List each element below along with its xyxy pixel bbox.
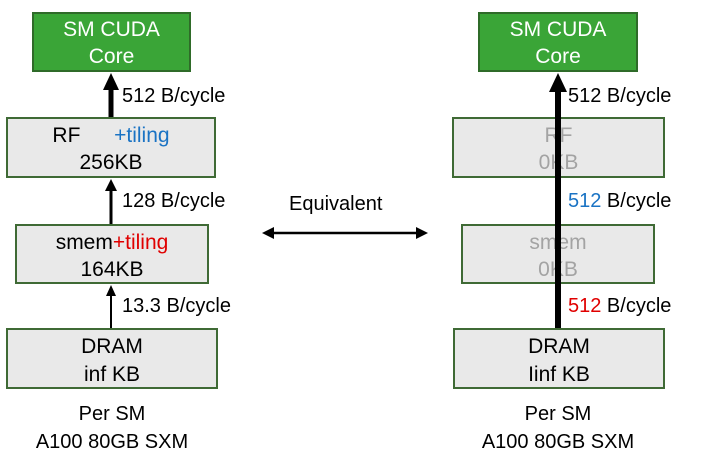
right-bw-smem-dram-unit: B/cycle bbox=[601, 295, 672, 317]
right-dram-line2: Iinf KB bbox=[528, 363, 590, 386]
right-bw-rf-smem: 512 B/cycle bbox=[568, 189, 671, 213]
left-bw-smem-dram: 13.3 B/cycle bbox=[122, 295, 231, 317]
right-bw-rf-smem-value: 512 bbox=[568, 190, 602, 212]
left-rf-tiling: +tiling bbox=[114, 124, 170, 147]
right-core-line1: SM CUDA bbox=[509, 18, 607, 41]
right-bw-rf-smem-unit: B/cycle bbox=[601, 190, 672, 212]
left-smem-size: 164KB bbox=[80, 258, 144, 281]
left-arrow-rf-to-core bbox=[103, 73, 119, 117]
right-smem-box: smem 0KB bbox=[461, 224, 655, 284]
right-smem-name: smem bbox=[529, 231, 587, 254]
left-dram-line1: DRAM bbox=[81, 335, 143, 358]
right-core-box: SM CUDA Core bbox=[478, 12, 638, 72]
right-caption-line2: A100 80GB SXM bbox=[481, 431, 635, 453]
left-smem-box: smem+tiling 164KB bbox=[15, 224, 209, 284]
left-smem-tiling: +tiling bbox=[112, 231, 169, 254]
equivalent-label: Equivalent bbox=[289, 193, 383, 215]
left-core-box: SM CUDA Core bbox=[32, 12, 191, 72]
right-rf-name: RF bbox=[544, 124, 573, 147]
right-core-line2: Core bbox=[535, 45, 581, 68]
left-arrow-dram-to-smem bbox=[106, 285, 116, 328]
left-caption-line2: A100 80GB SXM bbox=[35, 431, 189, 453]
right-arrow-dram-to-core bbox=[549, 73, 567, 328]
left-bw-core-rf: 512 B/cycle bbox=[122, 85, 226, 107]
left-bw-rf-smem: 128 B/cycle bbox=[122, 190, 226, 212]
right-smem-size: 0KB bbox=[538, 258, 578, 281]
left-rf-box: RF +tiling 256KB bbox=[6, 117, 216, 178]
right-dram-line1: DRAM bbox=[528, 335, 590, 358]
left-smem-name: smem bbox=[55, 231, 113, 254]
left-dram-line2: inf KB bbox=[83, 363, 141, 386]
left-caption-line1: Per SM bbox=[78, 403, 146, 425]
right-rf-box: RF 0KB bbox=[452, 117, 665, 178]
right-rf-size: 0KB bbox=[538, 151, 579, 174]
right-caption-line1: Per SM bbox=[524, 403, 592, 425]
left-core-line2: Core bbox=[88, 45, 135, 68]
left-arrow-smem-to-rf bbox=[105, 179, 117, 224]
left-rf-name: RF bbox=[52, 124, 81, 147]
equivalent-double-arrow bbox=[262, 227, 428, 239]
left-core-line1: SM CUDA bbox=[63, 18, 160, 41]
right-bw-smem-dram-value: 512 bbox=[568, 295, 602, 317]
right-dram-box: DRAM Iinf KB bbox=[453, 328, 665, 389]
left-dram-box: DRAM inf KB bbox=[6, 328, 218, 389]
right-bw-smem-dram: 512 B/cycle bbox=[568, 294, 671, 318]
left-rf-size: 256KB bbox=[79, 151, 143, 174]
right-bw-core-rf: 512 B/cycle bbox=[568, 85, 672, 107]
